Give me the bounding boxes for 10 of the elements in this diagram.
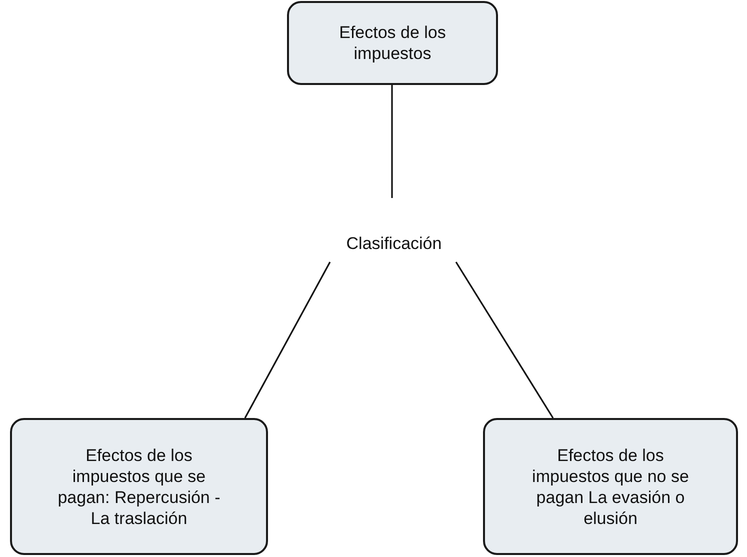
connector-line: [455, 262, 554, 418]
connector-line: [244, 262, 331, 418]
concept-text: Efectos de los impuestos: [338, 22, 447, 64]
concept-box: [287, 1, 498, 85]
concept-label: Clasificación: [345, 232, 443, 254]
concept-box: [483, 418, 738, 555]
connector-line: [391, 85, 393, 198]
concept-box: [10, 418, 268, 555]
concept-text: Efectos de los impuestos que no se pagan La evasión o elusión: [531, 444, 690, 528]
concept-text: Efectos de los impuestos que se pagan: Repercusión - La traslación: [56, 444, 222, 528]
